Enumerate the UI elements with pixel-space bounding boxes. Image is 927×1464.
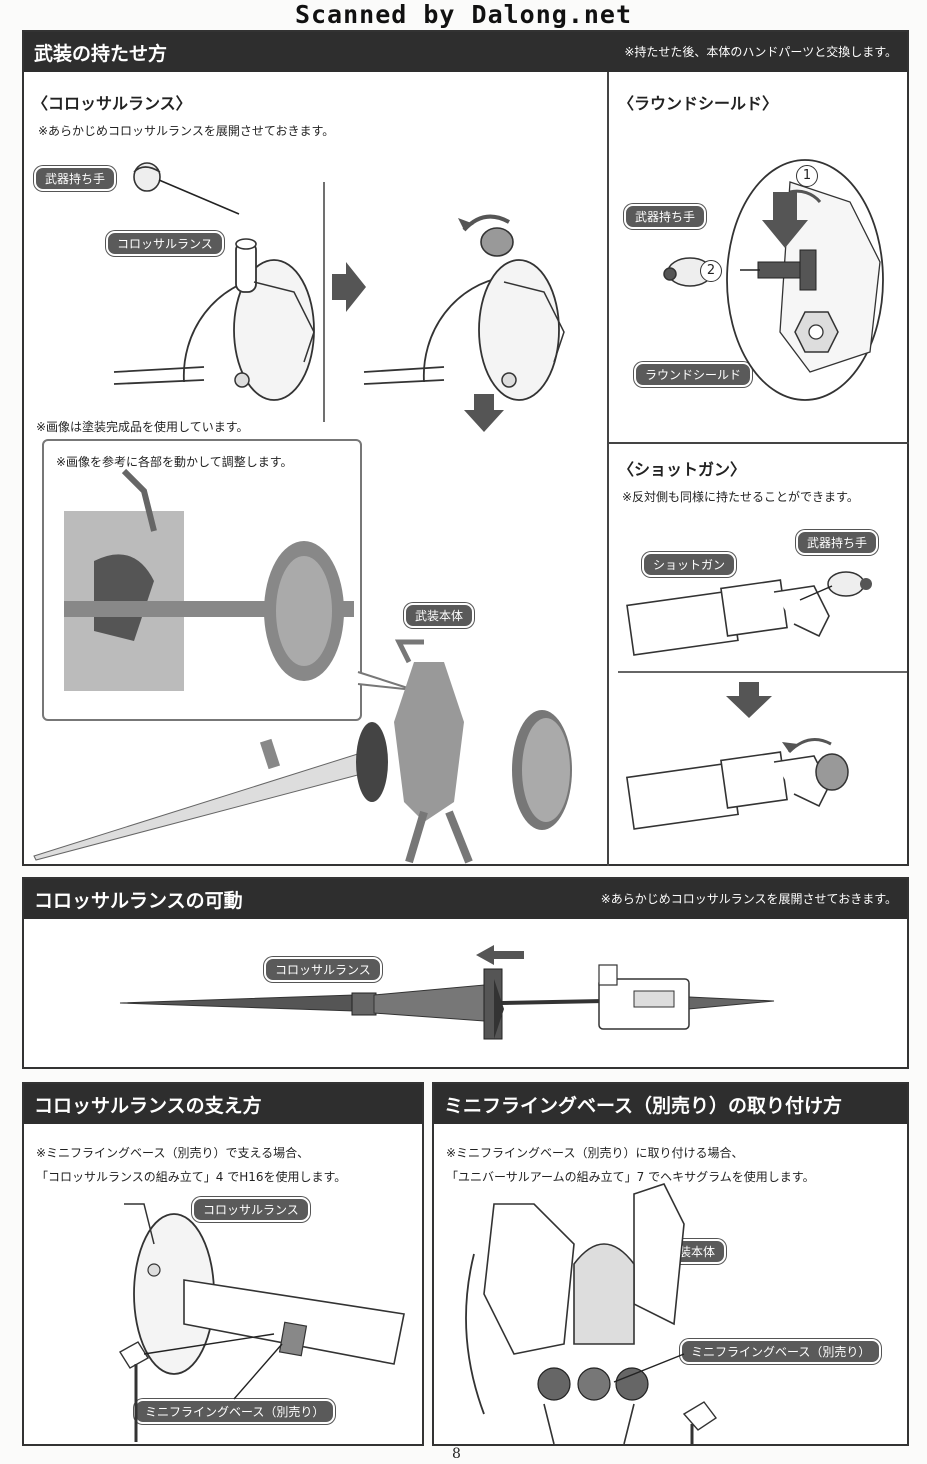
section-weapon-holding: 武装の持たせ方 ※持たせた後、本体のハンドパーツと交換します。 〈コロッサルラン…	[22, 30, 909, 866]
section-title: コロッサルランスの可動	[34, 890, 243, 912]
section-title: 武装の持たせ方	[34, 43, 168, 65]
lance-note: ※あらかじめコロッサルランスを展開させておきます。	[38, 124, 335, 138]
section-lance-support: コロッサルランスの支え方 ※ミニフライングベース（別売り）で支える場合、 「コロ…	[22, 1082, 424, 1446]
attach-note-line2: 「ユニバーサルアームの組み立て」7 でヘキサグラムを使用します。	[446, 1170, 815, 1184]
photo-note-adjust: ※画像を参考に各部を動かして調整します。	[56, 455, 293, 469]
shotgun-note: ※反対側も同様に持たせることができます。	[622, 490, 859, 504]
photo-note-painted: ※画像は塗装完成品を使用しています。	[36, 420, 249, 434]
photo-closeup-illustration	[64, 468, 354, 691]
section-note: ※持たせた後、本体のハンドパーツと交換します。	[624, 45, 897, 59]
photo-inset-frame: ※画像を参考に各部を動かして調整します。	[42, 439, 362, 721]
armed-figure-photo	[33, 639, 572, 864]
scan-watermark: Scanned by Dalong.net	[294, 0, 633, 29]
lance-support-illustration	[119, 1203, 405, 1442]
label-colossal-lance: コロッサルランス	[106, 231, 224, 256]
label-armed-body: 武装本体	[404, 603, 475, 628]
lance-extended-illustration	[119, 945, 775, 1040]
label-mini-flying-base: ミニフライングベース（別売り）	[680, 1339, 882, 1364]
label-round-shield: ラウンドシールド	[634, 362, 753, 387]
label-shotgun: ショットガン	[642, 552, 737, 577]
section-lance-articulation-header: コロッサルランスの可動 ※あらかじめコロッサルランスを展開させておきます。	[24, 879, 907, 919]
label-shotgun-weapon-hand: 武器持ち手	[796, 530, 879, 555]
support-note-line2: 「コロッサルランスの組み立て」4 でH16を使用します。	[36, 1170, 347, 1184]
lance-attach-illustration	[113, 162, 565, 422]
section-base-attach: ミニフライングベース（別売り）の取り付け方 ※ミニフライングベース（別売り）に取…	[432, 1082, 909, 1446]
section-title: コロッサルランスの支え方	[34, 1095, 262, 1117]
section-weapon-holding-header: 武装の持たせ方 ※持たせた後、本体のハンドパーツと交換します。	[24, 32, 907, 72]
section-base-attach-header: ミニフライングベース（別売り）の取り付け方	[434, 1084, 907, 1124]
horizontal-divider	[607, 442, 909, 444]
section-title: ミニフライングベース（別売り）の取り付け方	[444, 1095, 843, 1117]
label-shield-weapon-hand: 武器持ち手	[624, 204, 707, 229]
page-number: 8	[452, 1446, 461, 1462]
label-weapon-hand: 武器持ち手	[34, 166, 117, 191]
shield-heading: 〈ラウンドシールド〉	[618, 94, 779, 113]
shotgun-illustration	[618, 571, 907, 830]
down-arrow-icon	[464, 394, 504, 432]
label-colossal-lance: コロッサルランス	[264, 957, 382, 982]
label-colossal-lance: コロッサルランス	[192, 1197, 310, 1222]
attach-note-line1: ※ミニフライングベース（別売り）に取り付ける場合、	[446, 1146, 744, 1160]
base-attach-illustration	[465, 1183, 718, 1446]
support-note-line1: ※ミニフライングベース（別売り）で支える場合、	[36, 1146, 310, 1160]
vertical-divider	[607, 72, 609, 866]
section-lance-articulation: コロッサルランスの可動 ※あらかじめコロッサルランスを展開させておきます。 コロ…	[22, 877, 909, 1069]
section-lance-support-header: コロッサルランスの支え方	[24, 1084, 422, 1124]
shield-attach-illustration	[663, 159, 884, 401]
shotgun-heading: 〈ショットガン〉	[618, 460, 747, 479]
section-note: ※あらかじめコロッサルランスを展開させておきます。	[600, 892, 897, 906]
step-badge-1: 1	[796, 165, 818, 187]
step-badge-2: 2	[700, 260, 722, 282]
hand-icon	[133, 162, 161, 192]
lance-heading: 〈コロッサルランス〉	[32, 94, 192, 113]
label-mini-flying-base: ミニフライングベース（別売り）	[134, 1399, 336, 1424]
